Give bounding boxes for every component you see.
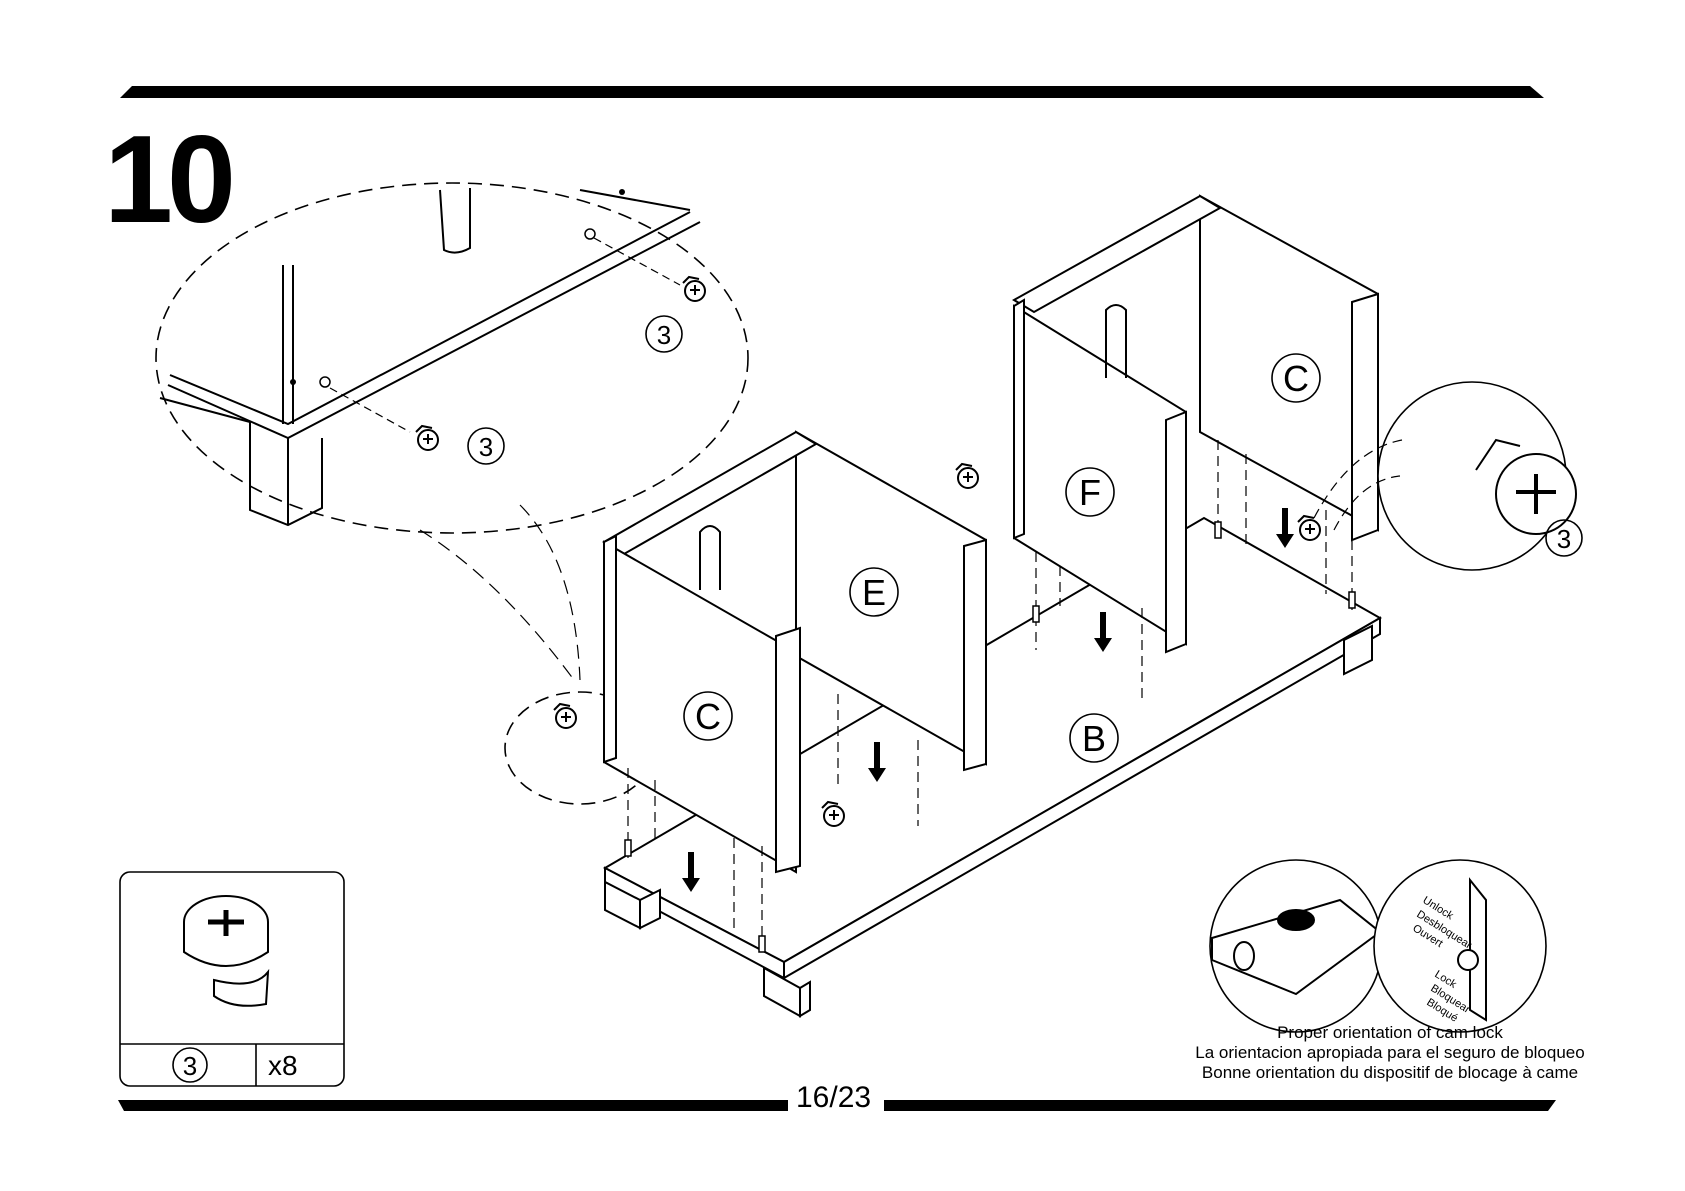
callout-part-number: 3 [657, 320, 671, 350]
panel-c-back-label: C [1283, 358, 1309, 399]
callout-part-number: 3 [1557, 524, 1571, 554]
cam-lock-icon [416, 426, 438, 450]
callout-part-number: 3 [479, 432, 493, 462]
caption-es: La orientacion apropiada para el seguro … [1170, 1043, 1610, 1063]
panel-f-label: F [1079, 472, 1101, 513]
cam-orientation-caption: Proper orientation of cam lock La orient… [1170, 1023, 1610, 1083]
footer-bar-right [884, 1100, 1556, 1111]
header-bar [120, 86, 1544, 98]
panel-c-front-label: C [695, 696, 721, 737]
cam-lock-icon [956, 464, 978, 488]
zoom-ellipse-left [156, 183, 748, 533]
caption-fr: Bonne orientation du dispositif de bloca… [1170, 1063, 1610, 1083]
parts-box-quantity: x8 [268, 1050, 298, 1081]
cam-lock-icon [554, 704, 576, 728]
parts-box-part-number: 3 [183, 1051, 197, 1081]
page-indicator: 16/23 [792, 1083, 875, 1113]
cam-lock-icon [683, 277, 705, 301]
zoom-left-detail [160, 188, 700, 525]
panel-e-label: E [862, 572, 886, 613]
parts-box [120, 872, 344, 1086]
cam-lock-icon [1298, 516, 1320, 540]
panel-b-label: B [1082, 718, 1106, 759]
caption-en: Proper orientation of cam lock [1170, 1023, 1610, 1043]
footer-bar [118, 1100, 788, 1111]
